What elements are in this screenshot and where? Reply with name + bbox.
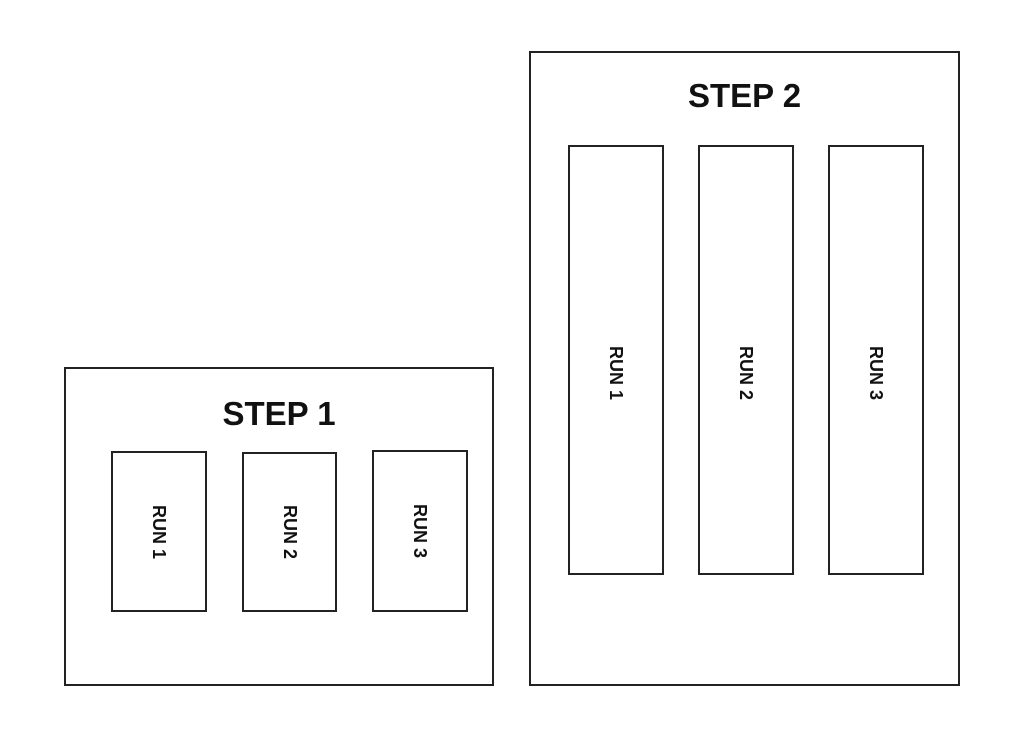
- step-2-container: STEP 2 RUN 1 RUN 2 RUN 3: [529, 51, 960, 686]
- step-2-run-2-box: RUN 2: [698, 145, 794, 575]
- step-1-run-1-label: RUN 1: [149, 504, 169, 559]
- step-1-container: STEP 1 RUN 1 RUN 2 RUN 3: [64, 367, 494, 686]
- step-1-run-2-label: RUN 2: [279, 504, 300, 560]
- step-1-run-3-box: RUN 3: [372, 450, 468, 612]
- step-1-run-3-label: RUN 3: [410, 503, 430, 559]
- step-1-run-2-box: RUN 2: [242, 452, 337, 612]
- step-2-run-3-label: RUN 3: [866, 345, 886, 400]
- step-2-run-1-label: RUN 1: [606, 345, 626, 400]
- step-2-run-3-box: RUN 3: [828, 145, 924, 575]
- step-2-run-1-box: RUN 1: [568, 145, 664, 575]
- step-1-title: STEP 1: [222, 395, 336, 432]
- step-2-title: STEP 2: [687, 77, 802, 114]
- step-1-run-1-box: RUN 1: [111, 451, 207, 612]
- step-2-run-2-label: RUN 2: [736, 345, 756, 400]
